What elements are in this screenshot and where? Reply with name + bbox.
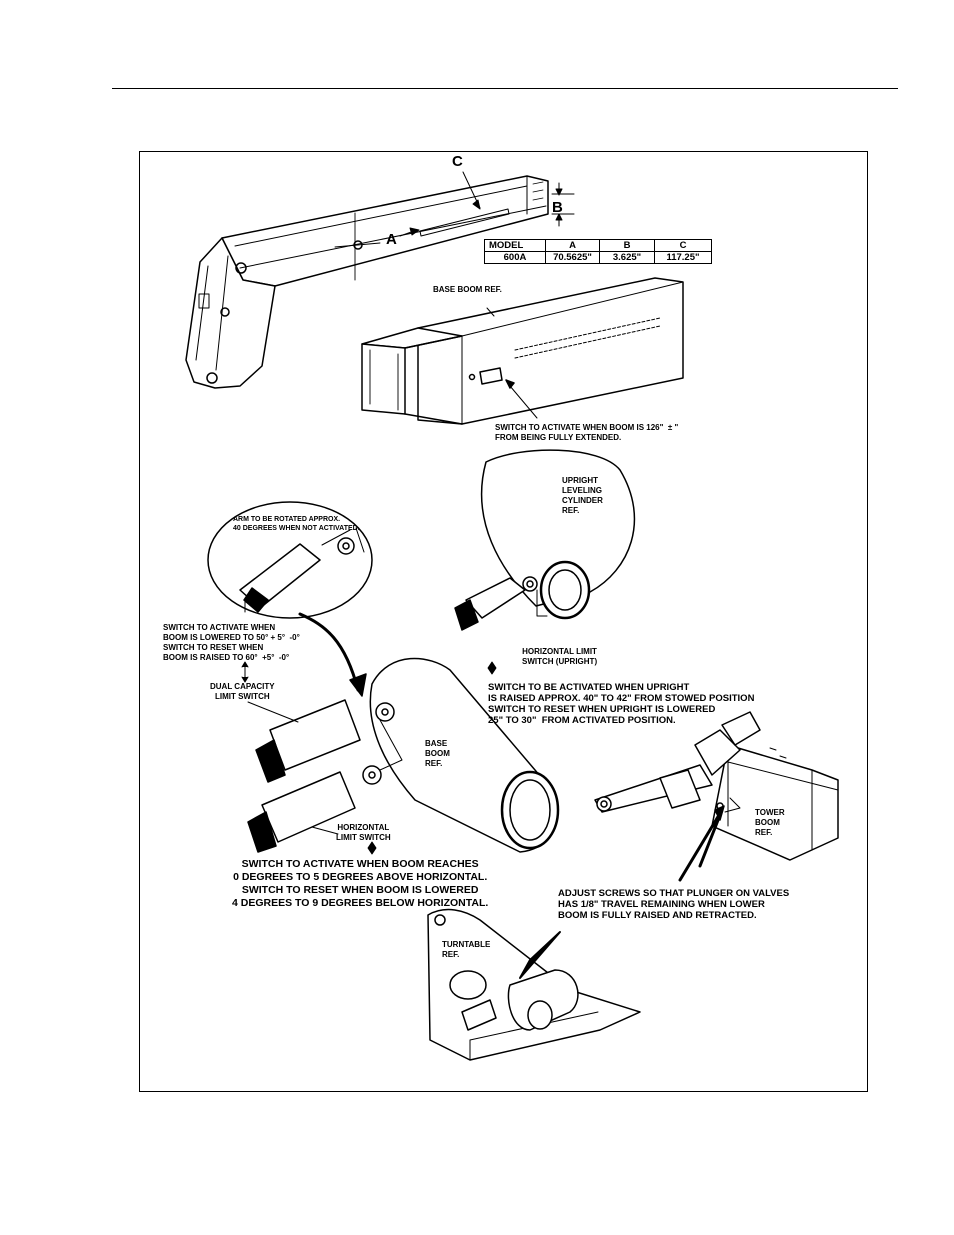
- table-cell-c: 117.25": [654, 251, 712, 264]
- header-rule: [112, 88, 898, 89]
- label-dual-capacity: DUAL CAPACITY LIMIT SWITCH: [210, 682, 275, 701]
- label-upright-leveling: UPRIGHT LEVELING CYLINDER REF.: [562, 476, 603, 515]
- label-switch-upright: SWITCH TO BE ACTIVATED WHEN UPRIGHT IS R…: [488, 682, 755, 726]
- table-header-model: MODEL: [484, 239, 546, 252]
- table-cell-a: 70.5625": [545, 251, 600, 264]
- inset-circle: [207, 501, 373, 697]
- upright-cylinder: [454, 449, 636, 631]
- dimension-table: MODEL A B C 600A 70.5625" 3.625" 117.25": [484, 239, 712, 264]
- base-boom-box: [361, 277, 684, 425]
- dimension-markers: [399, 171, 575, 237]
- label-c: C: [452, 153, 463, 170]
- label-turntable-ref: TURNTABLE REF.: [442, 940, 491, 959]
- label-horizontal-upright: HORIZONTAL LIMIT SWITCH (UPRIGHT): [522, 647, 598, 666]
- tower-boom: [594, 711, 839, 882]
- label-adjust-screws: ADJUST SCREWS SO THAT PLUNGER ON VALVES …: [558, 888, 790, 921]
- boom-illustration: [185, 175, 549, 389]
- table-header-b: B: [599, 239, 655, 252]
- table-header-a: A: [545, 239, 600, 252]
- label-switch-50: SWITCH TO ACTIVATE WHEN BOOM IS LOWERED …: [163, 623, 300, 662]
- label-b: B: [552, 199, 563, 216]
- table-header-c: C: [654, 239, 712, 252]
- label-tower-boom-ref: TOWER BOOM REF.: [755, 808, 785, 837]
- table-cell-b: 3.625": [599, 251, 655, 264]
- table-row: 600A 70.5625" 3.625" 117.25": [484, 251, 712, 264]
- table-header-row: MODEL A B C: [484, 239, 712, 252]
- label-switch-126: SWITCH TO ACTIVATE WHEN BOOM IS 126" ± "…: [495, 423, 679, 442]
- label-horizontal-limit: HORIZONTAL LIMIT SWITCH: [336, 823, 391, 842]
- label-switch-horizontal: SWITCH TO ACTIVATE WHEN BOOM REACHES 0 D…: [232, 858, 489, 909]
- label-base-boom-ref-2: BASE BOOM REF.: [425, 739, 450, 768]
- base-boom-cylinder: [247, 657, 560, 853]
- label-base-boom-ref: BASE BOOM REF.: [433, 285, 502, 294]
- turntable: [427, 908, 641, 1061]
- figure-frame: [139, 151, 868, 1092]
- table-cell-model: 600A: [484, 251, 546, 264]
- label-arm-rotated: ARM TO BE ROTATED APPROX. 40 DEGREES WHE…: [233, 516, 360, 532]
- label-a: A: [386, 231, 397, 248]
- label-arrows: [241, 661, 497, 855]
